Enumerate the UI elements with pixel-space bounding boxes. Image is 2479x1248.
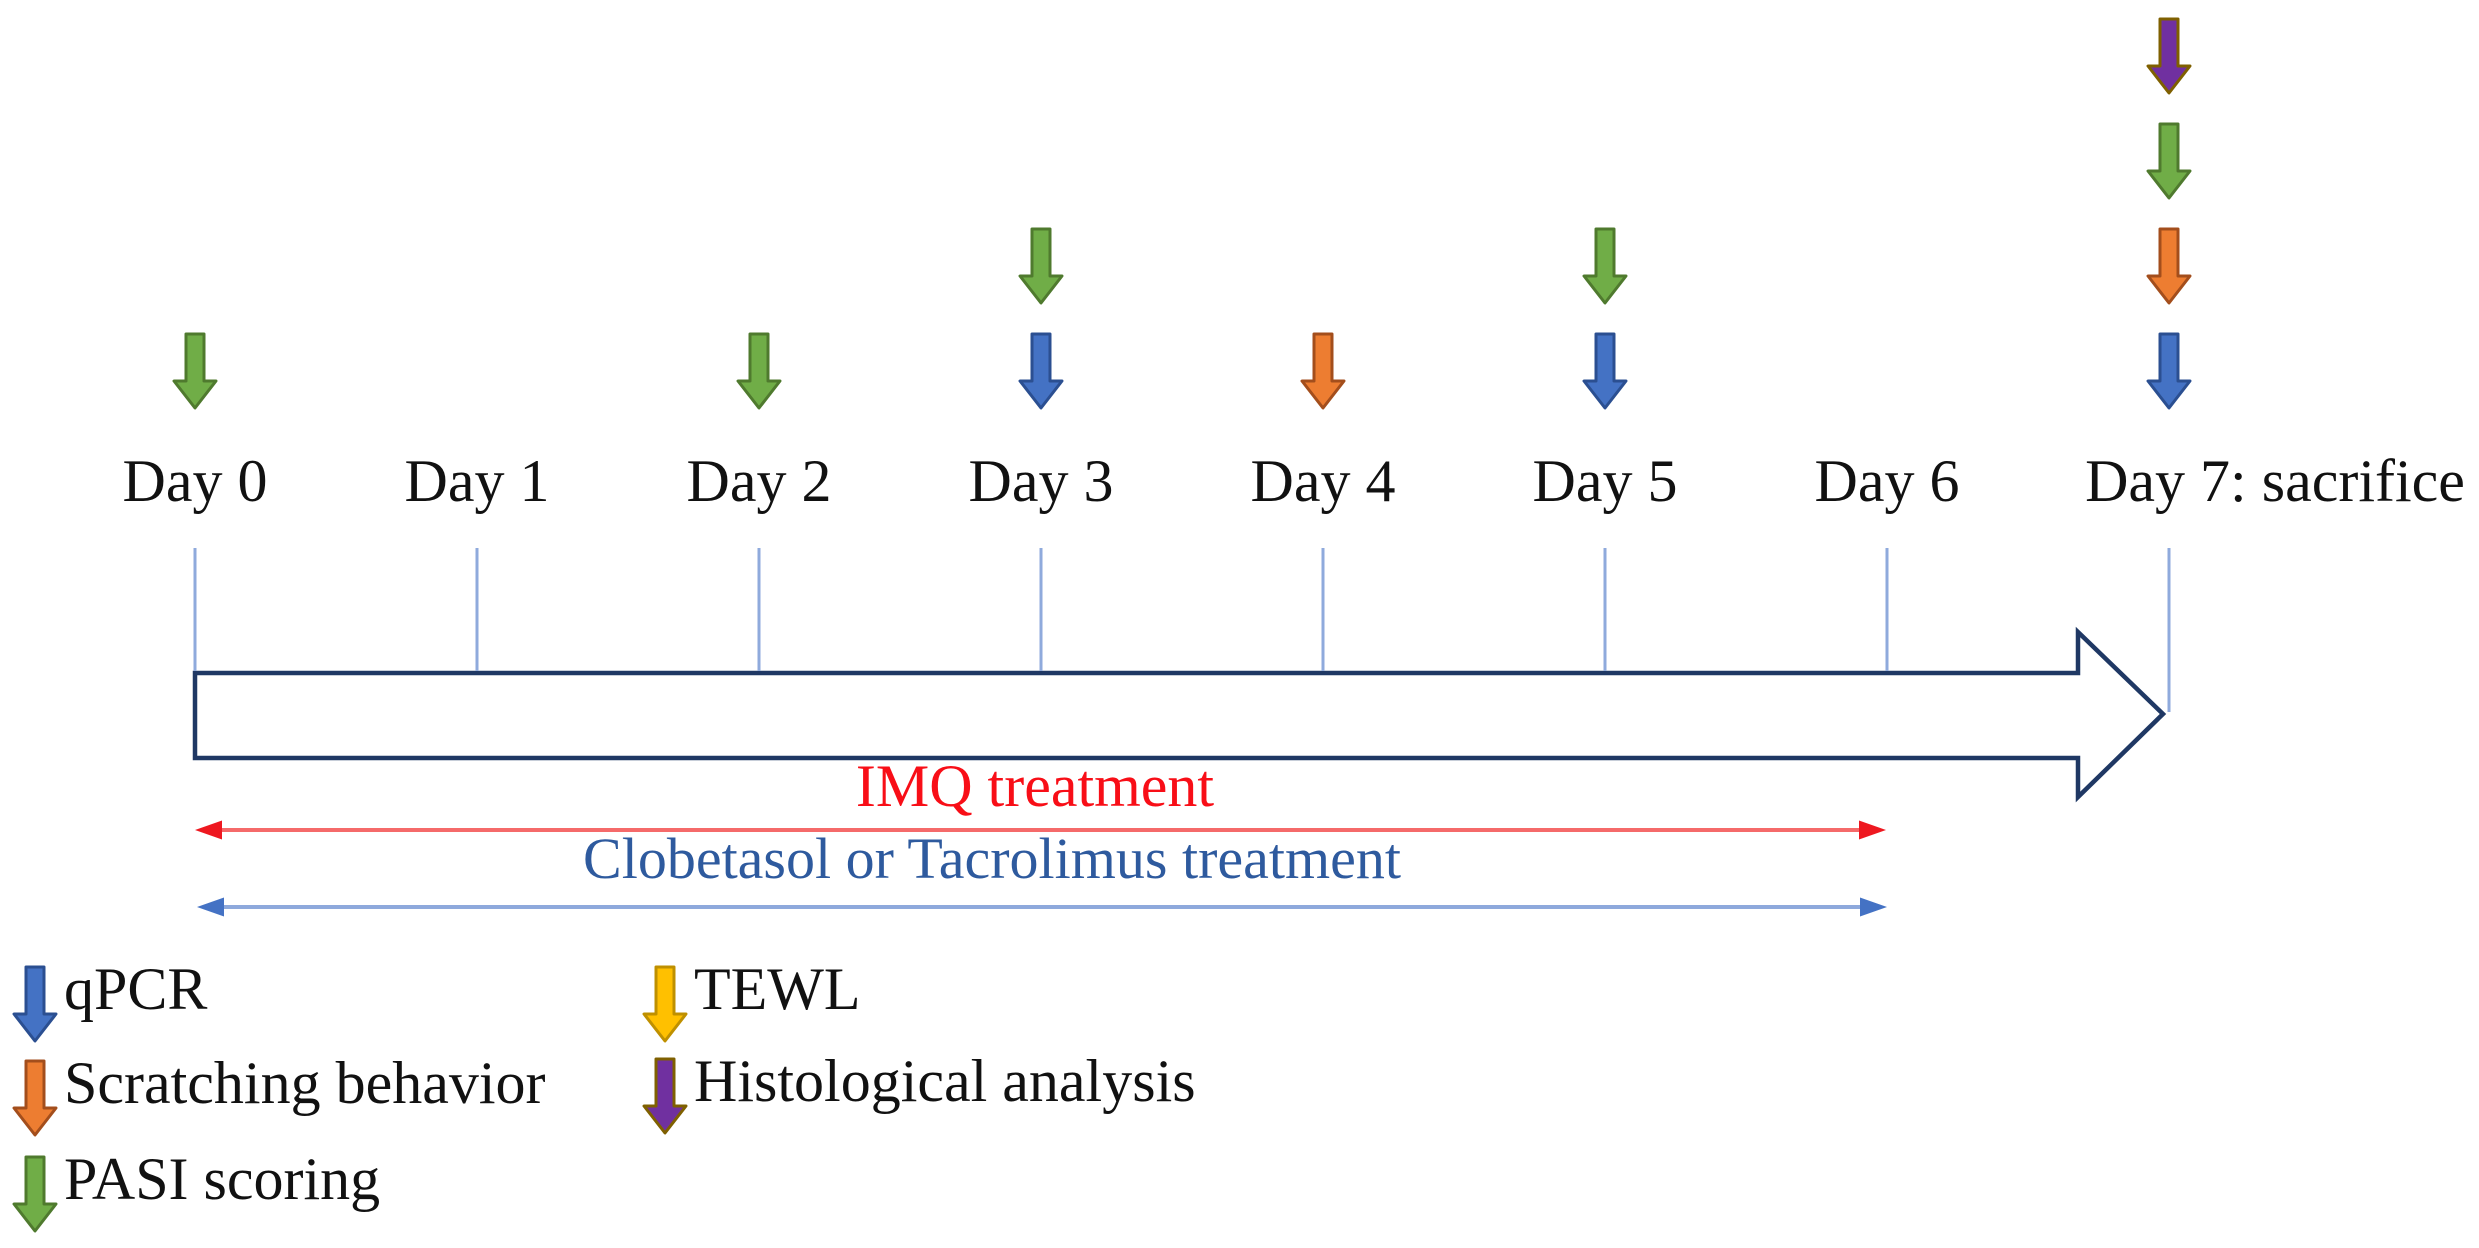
legend-label-pasi: PASI scoring — [64, 1146, 381, 1212]
qpcr-arrow-icon — [2146, 332, 2192, 410]
scratching-arrow-icon — [1300, 332, 1346, 410]
imq-treatment-label: IMQ treatment — [855, 753, 1215, 819]
day-label-2: Day 2 — [686, 448, 832, 514]
legend-label-scratching: Scratching behavior — [64, 1050, 546, 1116]
clobetasol-tacrolimus-range-arrowhead-left — [197, 897, 224, 917]
scratching-arrow-icon — [2146, 227, 2192, 305]
pasi-arrow-icon — [172, 332, 218, 410]
day-label-7: Day 7: sacrifice — [2085, 448, 2465, 514]
pasi-arrow-icon — [12, 1155, 58, 1233]
legend-label-histology: Histological analysis — [694, 1048, 1196, 1114]
scratching-arrow-icon — [12, 1059, 58, 1137]
qpcr-arrow-icon — [1582, 332, 1628, 410]
qpcr-arrow-icon — [1018, 332, 1064, 410]
clobetasol-tacrolimus-treatment-label: Clobetasol or Tacrolimus treatment — [583, 826, 1401, 891]
day-label-6: Day 6 — [1814, 448, 1960, 514]
day-label-3: Day 3 — [968, 448, 1114, 514]
day-label-1: Day 1 — [404, 448, 550, 514]
legend-label-tewl: TEWL — [694, 956, 861, 1022]
qpcr-arrow-icon — [12, 965, 58, 1043]
clobetasol-tacrolimus-range-arrowhead-right — [1860, 897, 1887, 917]
day-label-0: Day 0 — [122, 448, 268, 514]
imq-range-arrowhead-left — [195, 820, 222, 840]
histology-arrow-icon — [2146, 17, 2192, 95]
pasi-arrow-icon — [1018, 227, 1064, 305]
tewl-arrow-icon — [642, 965, 688, 1043]
timeline-arrow — [192, 626, 2167, 803]
legend-label-qpcr: qPCR — [64, 956, 208, 1022]
day-label-5: Day 5 — [1532, 448, 1678, 514]
histology-arrow-icon — [642, 1057, 688, 1135]
pasi-arrow-icon — [1582, 227, 1628, 305]
day-label-4: Day 4 — [1250, 448, 1396, 514]
imq-range-arrowhead-right — [1859, 820, 1886, 840]
pasi-arrow-icon — [736, 332, 782, 410]
pasi-arrow-icon — [2146, 122, 2192, 200]
